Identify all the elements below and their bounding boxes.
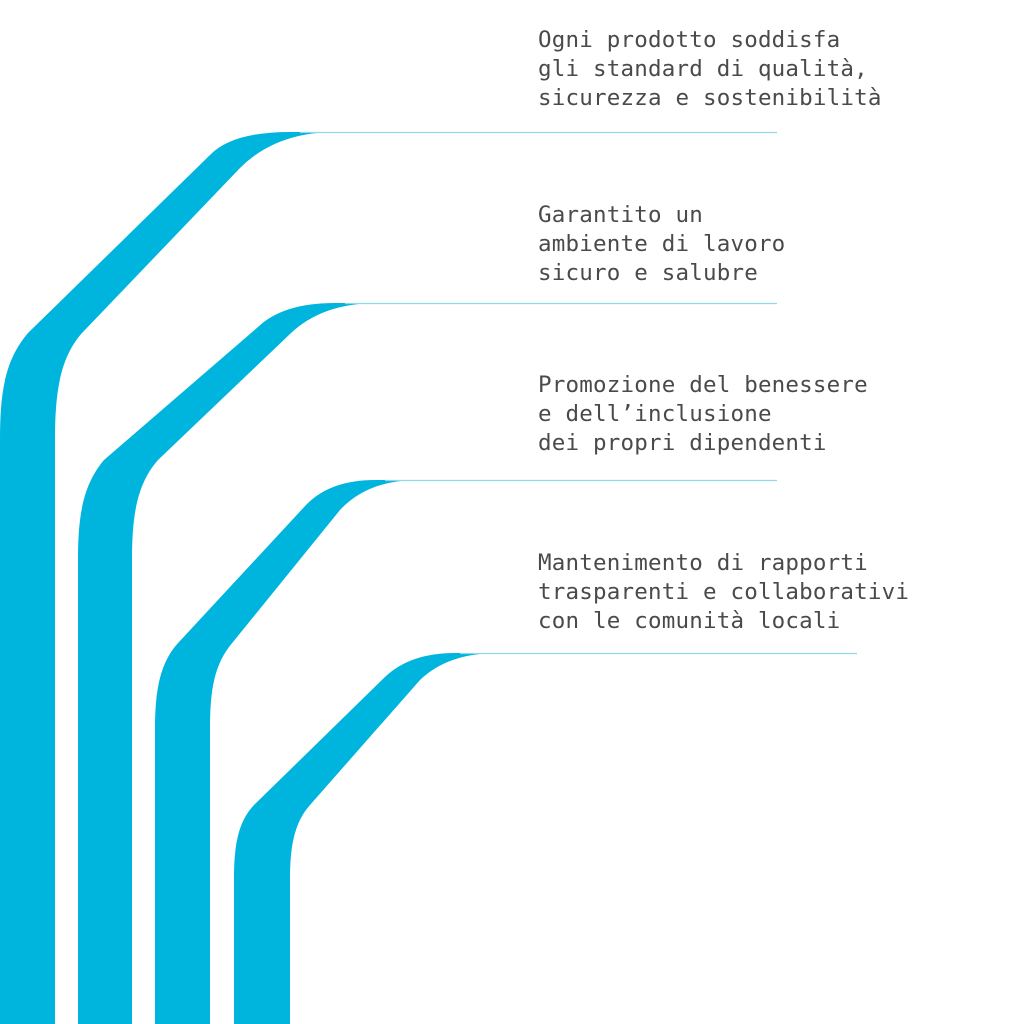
statement-line: e dell’inclusione: [538, 401, 772, 427]
ribbon-2: [78, 302, 777, 1024]
statement-line: ambiente di lavoro: [538, 231, 786, 257]
statement-workplace: Garantito un ambiente di lavoro sicuro e…: [538, 201, 785, 288]
ribbon-4: [234, 652, 857, 1024]
statement-line: sicuro e salubre: [538, 260, 758, 286]
statement-line: dei propri dipendenti: [538, 430, 827, 456]
ribbon-3: [155, 479, 777, 1024]
statement-line: trasparenti e collaborativi: [538, 579, 910, 605]
statement-line: con le comunità locali: [538, 608, 841, 634]
ribbon-1: [0, 131, 777, 1024]
ribbon-4-band: [234, 653, 498, 1024]
ribbon-2-band: [78, 303, 378, 1024]
statement-community: Mantenimento di rapporti trasparenti e c…: [538, 549, 909, 636]
statement-wellbeing: Promozione del benessere e dell’inclusio…: [538, 371, 868, 458]
statement-line: Mantenimento di rapporti: [538, 550, 868, 576]
ribbon-3-band: [155, 480, 418, 1024]
statement-line: Promozione del benessere: [538, 372, 868, 398]
statement-line: gli standard di qualità,: [538, 56, 868, 82]
statement-line: Garantito un: [538, 202, 703, 228]
statement-line: Ogni prodotto soddisfa: [538, 27, 841, 53]
ribbon-1-band: [0, 132, 336, 1024]
statement-line: sicurezza e sostenibilità: [538, 85, 882, 111]
statement-quality: Ogni prodotto soddisfa gli standard di q…: [538, 26, 882, 113]
